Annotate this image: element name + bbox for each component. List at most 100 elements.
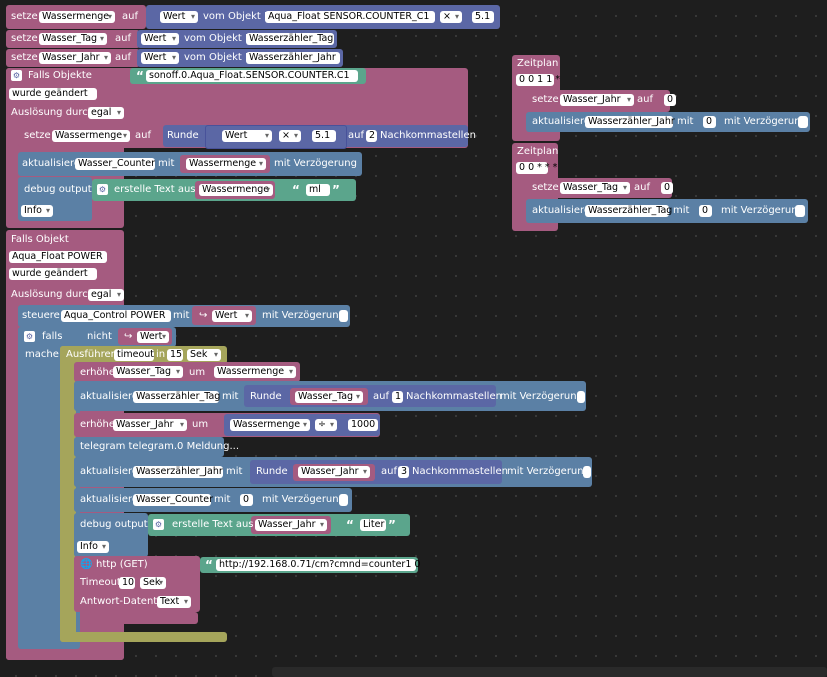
- variable-dropdown[interactable]: Wasser_Tag: [113, 366, 183, 378]
- number-field[interactable]: 0: [703, 116, 716, 128]
- object-field[interactable]: Wasserzähler_Jahr: [585, 116, 675, 128]
- number-field[interactable]: 0: [699, 205, 712, 217]
- text-field[interactable]: Liter: [360, 519, 386, 531]
- response-type-dropdown[interactable]: Text: [157, 596, 191, 608]
- checkbox[interactable]: [577, 391, 585, 403]
- debug-output-label: debug output: [80, 519, 148, 530]
- cron-field[interactable]: 0 0 * * *: [516, 162, 557, 174]
- variable-dropdown[interactable]: Wassermenge: [39, 11, 115, 23]
- variable-dropdown[interactable]: Wasser_Jahr: [560, 94, 634, 106]
- checkbox[interactable]: [339, 310, 348, 322]
- checkbox[interactable]: [798, 116, 808, 128]
- settings-icon[interactable]: ⚙: [11, 70, 22, 81]
- variable-dropdown[interactable]: Wasser_Jahr: [298, 466, 370, 478]
- falls-label: falls: [42, 331, 63, 342]
- changed-field[interactable]: wurde geändert: [9, 268, 97, 280]
- number-field[interactable]: 1000: [348, 419, 378, 431]
- settings-icon[interactable]: ⚙: [97, 184, 108, 195]
- checkbox[interactable]: [339, 494, 348, 506]
- trigger-dropdown[interactable]: egal: [88, 289, 124, 301]
- mit-label: mit: [158, 158, 175, 169]
- variable-dropdown[interactable]: Wasser_Tag: [560, 182, 630, 194]
- variable-dropdown[interactable]: Wassermenge: [214, 366, 296, 378]
- wert-dropdown[interactable]: Wert: [141, 33, 179, 45]
- variable-dropdown[interactable]: Wassermenge: [199, 184, 273, 196]
- wert-dropdown[interactable]: Wert: [137, 331, 169, 343]
- unit-dropdown[interactable]: Sek: [187, 349, 221, 361]
- precision-field[interactable]: 2: [366, 130, 377, 142]
- timeout-name-field[interactable]: timeout: [114, 349, 154, 361]
- log-level-dropdown[interactable]: Info: [21, 205, 53, 217]
- ausloesung-label: Auslösung durch: [11, 107, 95, 118]
- object-id-field[interactable]: Aqua_Float POWER: [9, 251, 107, 263]
- variable-dropdown[interactable]: Wasser_Tag: [295, 391, 363, 403]
- mit-label: mit: [222, 391, 239, 402]
- number-field[interactable]: 5.1: [312, 130, 336, 142]
- wert-dropdown[interactable]: Wert: [222, 130, 272, 142]
- settings-icon[interactable]: ⚙: [24, 331, 35, 342]
- object-field[interactable]: Wasser_Counter: [133, 494, 213, 506]
- mit-verzoegerung-label: mit Verzögerung: [724, 116, 807, 127]
- mit-verzoegerung-label: mit Verzögerung: [507, 466, 590, 477]
- operator-dropdown[interactable]: ÷: [315, 419, 337, 431]
- update-block[interactable]: [74, 488, 352, 512]
- http-header[interactable]: [74, 556, 200, 572]
- auf-label: auf: [135, 130, 151, 141]
- variable-dropdown[interactable]: Wassermenge: [230, 419, 310, 431]
- object-id-field[interactable]: sonoff.0.Aqua_Float.SENSOR.COUNTER.C1: [146, 70, 358, 82]
- operator-dropdown[interactable]: ×: [440, 11, 462, 23]
- variable-dropdown[interactable]: Wasser_Jahr: [39, 52, 111, 64]
- horizontal-scrollbar[interactable]: [272, 667, 827, 677]
- telegram-block[interactable]: [74, 437, 224, 457]
- variable-dropdown[interactable]: Wassermenge: [52, 130, 130, 142]
- settings-icon[interactable]: ⚙: [153, 519, 164, 530]
- unit-dropdown[interactable]: Sek: [140, 577, 166, 589]
- trigger-dropdown[interactable]: egal: [88, 107, 124, 119]
- vom-objekt-label: vom Objekt ID: [203, 11, 275, 22]
- number-field[interactable]: 5.1: [472, 11, 494, 23]
- url-field[interactable]: http://192.168.0.71/cm?cmnd=counter1 0: [216, 559, 420, 571]
- timeout-field[interactable]: 10: [119, 577, 135, 589]
- timeout-value-field[interactable]: 15: [167, 349, 183, 361]
- log-level-dropdown[interactable]: Info: [77, 541, 109, 553]
- object-field[interactable]: Wasserzähler_Jahr: [133, 466, 223, 478]
- variable-dropdown[interactable]: Wassermenge: [186, 158, 266, 170]
- ausloesung-label: Auslösung durch: [11, 289, 95, 300]
- runde-label: Runde: [167, 130, 199, 141]
- number-field[interactable]: 0: [661, 182, 673, 194]
- trigger-footer: [6, 652, 124, 660]
- wert-dropdown[interactable]: Wert: [141, 52, 179, 64]
- variable-dropdown[interactable]: Wasser_Jahr: [113, 419, 187, 431]
- object-field[interactable]: Aqua_Control POWER: [61, 310, 171, 322]
- quote-icon: “: [136, 69, 144, 83]
- number-field[interactable]: 0: [664, 94, 676, 106]
- variable-dropdown[interactable]: Wasser_Tag: [39, 33, 107, 45]
- operator-dropdown[interactable]: ×: [279, 130, 301, 142]
- wert-dropdown[interactable]: Wert: [160, 11, 198, 23]
- round-block[interactable]: [250, 460, 502, 484]
- aktualisiere-label: aktualisiere: [80, 466, 139, 477]
- object-id-field[interactable]: Aqua_Float SENSOR.COUNTER_C1: [265, 11, 435, 23]
- nachkommastellen-label: Nachkommastellen: [380, 130, 476, 141]
- wert-dropdown[interactable]: Wert: [212, 310, 252, 322]
- checkbox[interactable]: [583, 466, 591, 478]
- checkbox[interactable]: [795, 205, 805, 217]
- setze-label: setze: [24, 130, 51, 141]
- text-field[interactable]: ml: [306, 184, 330, 196]
- variable-dropdown[interactable]: Wasser_Jahr: [255, 519, 327, 531]
- precision-field[interactable]: 3: [398, 466, 409, 478]
- changed-field[interactable]: wurde geändert: [9, 88, 97, 100]
- vom-objekt-label: vom Objekt ID: [184, 33, 256, 44]
- object-field[interactable]: Wasserzähler_Tag: [133, 391, 220, 403]
- setze-label: setze: [11, 52, 38, 63]
- mache-label: mache: [25, 349, 59, 360]
- falls-objekt-label: Falls Objekt: [11, 234, 69, 245]
- cron-field[interactable]: 0 0 1 1 *: [516, 74, 560, 86]
- object-id-field[interactable]: Wasserzähler_Tag: [246, 33, 334, 45]
- object-field[interactable]: Wasserzähler_Tag: [585, 205, 672, 217]
- object-id-field[interactable]: Wasserzähler_Jahr: [246, 52, 340, 64]
- number-field[interactable]: 0: [240, 494, 253, 506]
- object-field[interactable]: Wasser_Counter: [75, 158, 155, 170]
- timeout-block[interactable]: [60, 346, 76, 642]
- precision-field[interactable]: 1: [392, 391, 403, 403]
